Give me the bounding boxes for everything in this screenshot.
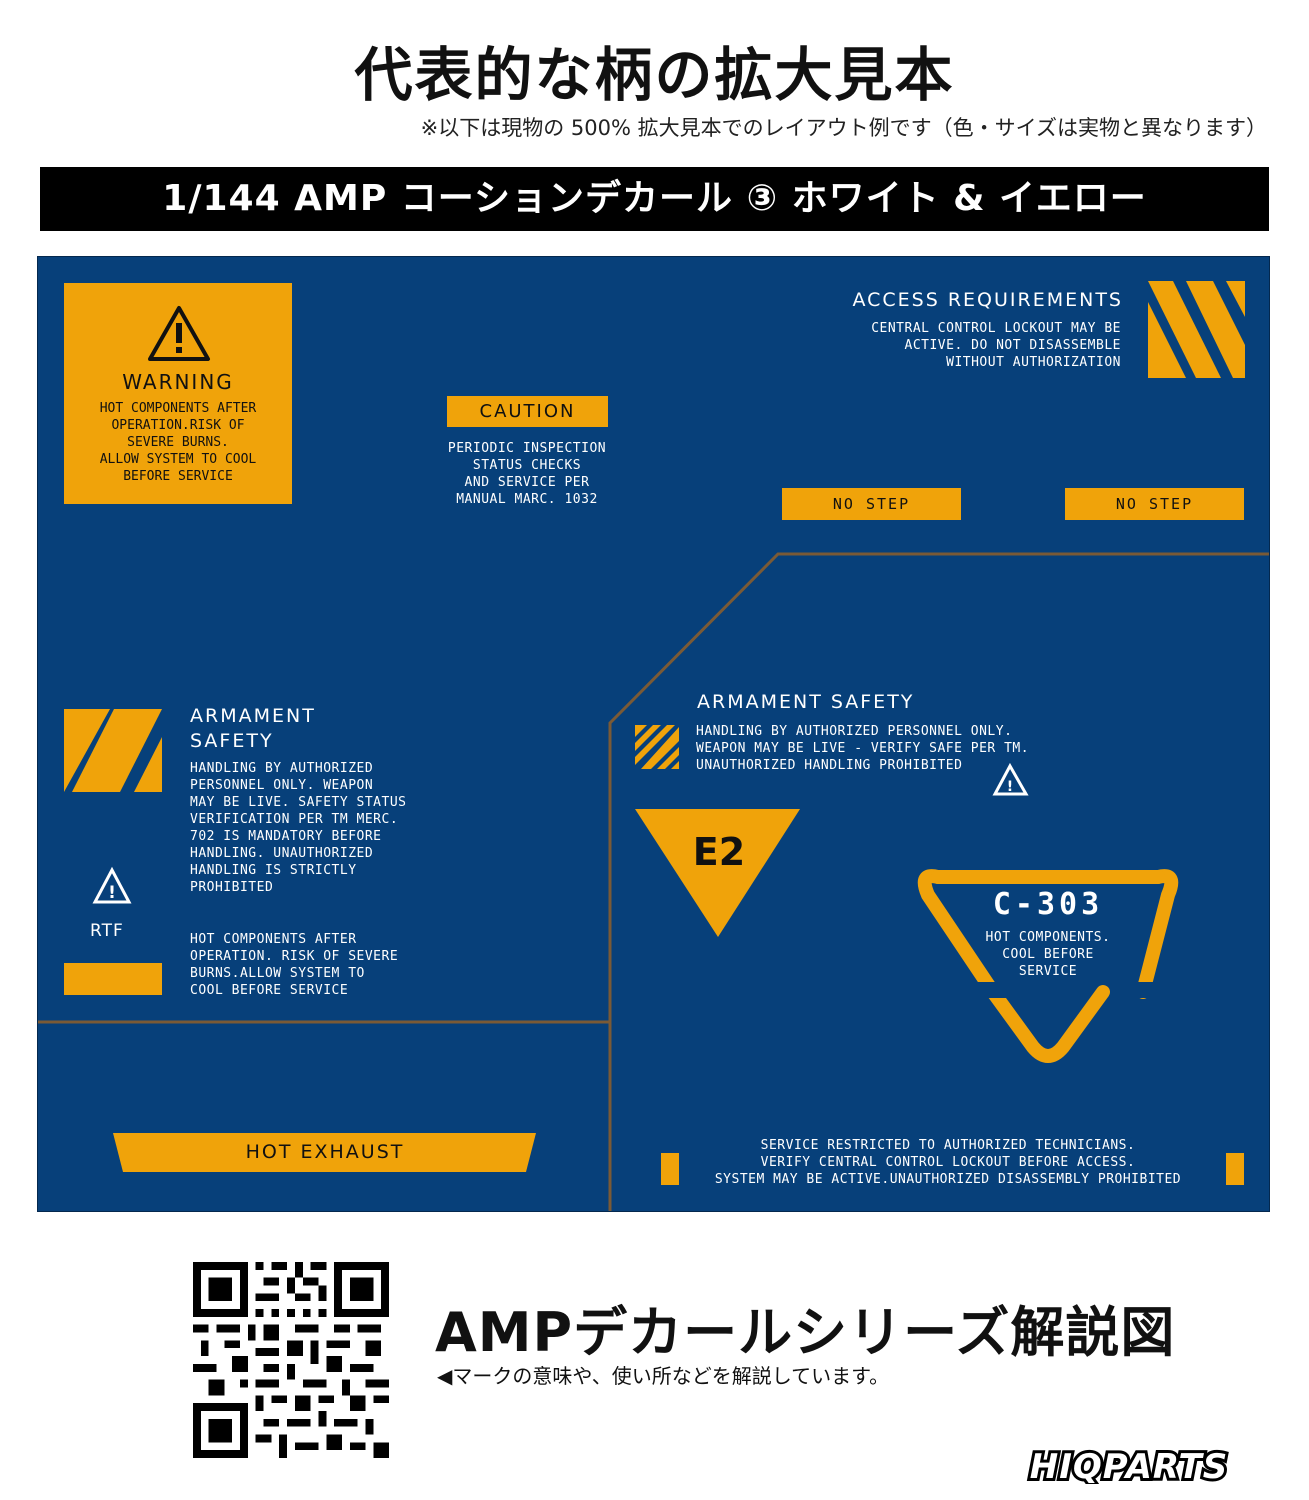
warning-line: ALLOW SYSTEM TO COOL	[99, 452, 257, 467]
armament-right-line: HANDLING BY AUTHORIZED PERSONNEL ONLY.	[696, 724, 1013, 739]
c303-line: SERVICE	[1018, 964, 1078, 979]
c303-line: HOT COMPONENTS.	[985, 930, 1111, 945]
c303-line: COOL BEFORE	[1002, 947, 1094, 962]
access-stripes-icon	[1148, 281, 1245, 378]
service-line: SYSTEM MAY BE ACTIVE.UNAUTHORIZED DISASS…	[714, 1172, 1182, 1187]
series-title[interactable]: AMPデカールシリーズ解説図	[435, 1301, 1176, 1364]
caution-line: AND SERVICE PER	[464, 475, 590, 490]
access-line: ACTIVE. DO NOT DISASSEMBLE	[904, 338, 1121, 353]
hazard-stripes-icon	[635, 725, 679, 769]
qr-code-icon[interactable]	[193, 1262, 389, 1458]
armament-right-line: UNAUTHORIZED HANDLING PROHIBITED	[696, 758, 963, 773]
warning-line: SEVERE BURNS.	[127, 435, 229, 450]
armament-left-line: MAY BE LIVE. SAFETY STATUS	[190, 795, 407, 810]
hot-left-line: HOT COMPONENTS AFTER	[190, 932, 357, 947]
service-bar-left	[661, 1153, 679, 1185]
armament-left-line: HANDLING BY AUTHORIZED	[190, 761, 374, 776]
c303-triangle-outline	[917, 869, 1179, 1063]
hiq-parts-logo: HIQPARTS	[1027, 1448, 1230, 1484]
hot-left-line: BURNS.ALLOW SYSTEM TO	[190, 966, 365, 981]
armament-left-line: 702 IS MANDATORY BEFORE	[190, 829, 382, 844]
amber-bar	[64, 963, 162, 995]
caution-line: PERIODIC INSPECTION	[447, 441, 607, 456]
hot-components-left-body: HOT COMPONENTS AFTER OPERATION. RISK OF …	[190, 931, 398, 999]
service-line: SERVICE RESTRICTED TO AUTHORIZED TECHNIC…	[760, 1138, 1136, 1153]
armament-right-body: HANDLING BY AUTHORIZED PERSONNEL ONLY. W…	[696, 723, 1029, 774]
hot-left-line: OPERATION. RISK OF SEVERE	[190, 949, 399, 964]
armament-left-title-line: SAFETY	[190, 730, 274, 752]
c303-title: C-303	[992, 887, 1104, 922]
no-step-decal: NO STEP	[1065, 488, 1244, 520]
svg-text:!: !	[108, 883, 116, 903]
warning-line: HOT COMPONENTS AFTER	[99, 401, 257, 416]
warning-body: HOT COMPONENTS AFTER OPERATION.RISK OF S…	[64, 400, 292, 485]
warning-line: OPERATION.RISK OF	[111, 418, 245, 433]
page-note: ※以下は現物の 500% 拡大見本でのレイアウト例です（色・サイズは実物と異なり…	[420, 116, 1267, 140]
access-body: CENTRAL CONTROL LOCKOUT MAY BE ACTIVE. D…	[871, 320, 1121, 371]
panel-graphics: ! !	[38, 281, 1269, 1211]
e2-triangle-shape	[635, 809, 800, 937]
caution-label: CAUTION	[447, 396, 608, 427]
armament-right-line: WEAPON MAY BE LIVE - VERIFY SAFE PER TM.	[696, 741, 1030, 756]
hot-exhaust-label: HOT EXHAUST	[245, 1141, 405, 1163]
product-banner: 1/144 AMP コーションデカール ③ ホワイト & イエロー	[40, 167, 1269, 231]
warning-line: BEFORE SERVICE	[123, 469, 233, 484]
access-title: ACCESS REQUIREMENTS	[852, 289, 1123, 311]
armament-right-title: ARMAMENT SAFETY	[697, 691, 915, 713]
armament-right-warning-icon	[992, 762, 1029, 796]
caution-line: STATUS CHECKS	[472, 458, 582, 473]
armament-left-title: ARMAMENT SAFETY	[190, 704, 316, 754]
c303-body: HOT COMPONENTS. COOL BEFORE SERVICE	[968, 929, 1128, 980]
armament-left-stripes-icon	[64, 709, 162, 792]
armament-left-line: PROHIBITED	[190, 880, 274, 895]
armament-left-line: VERIFICATION PER TM MERC.	[190, 812, 399, 827]
armament-left-title-line: ARMAMENT	[190, 705, 316, 727]
e2-label: E2	[692, 830, 746, 874]
svg-text:HIQPARTS: HIQPARTS	[1030, 1448, 1228, 1484]
warning-decal: WARNING HOT COMPONENTS AFTER OPERATION.R…	[64, 283, 292, 504]
access-line: WITHOUT AUTHORIZATION	[946, 355, 1121, 370]
access-line: CENTRAL CONTROL LOCKOUT MAY BE	[871, 321, 1121, 336]
warning-title: WARNING	[122, 370, 234, 394]
caution-line: MANUAL MARC. 1032	[456, 492, 598, 507]
service-body: SERVICE RESTRICTED TO AUTHORIZED TECHNIC…	[678, 1137, 1218, 1188]
rtf-label: RTF	[90, 921, 124, 941]
no-step-decal: NO STEP	[782, 488, 961, 520]
armament-left-line: HANDLING IS STRICTLY	[190, 863, 357, 878]
hot-left-line: COOL BEFORE SERVICE	[190, 983, 349, 998]
service-bar-right	[1226, 1153, 1244, 1185]
panel-line-upper	[608, 552, 1269, 1211]
armament-left-warning-icon	[92, 866, 132, 904]
decal-sample-panel: ! ! WARNING HOT COMPONENTS AFTER OPERATI…	[37, 256, 1270, 1212]
armament-left-body: HANDLING BY AUTHORIZED PERSONNEL ONLY. W…	[190, 760, 407, 896]
hot-exhaust-plate	[113, 1133, 536, 1172]
svg-text:!: !	[1007, 779, 1013, 795]
warning-triangle-icon	[148, 306, 210, 361]
armament-left-line: PERSONNEL ONLY. WEAPON	[190, 778, 374, 793]
page-title: 代表的な柄の拡大見本	[354, 41, 955, 109]
service-line: VERIFY CENTRAL CONTROL LOCKOUT BEFORE AC…	[760, 1155, 1136, 1170]
armament-left-line: HANDLING. UNAUTHORIZED	[190, 846, 374, 861]
series-description: ◀マークの意味や、使い所などを解説しています。	[437, 1364, 890, 1388]
caution-body: PERIODIC INSPECTION STATUS CHECKS AND SE…	[427, 440, 627, 508]
